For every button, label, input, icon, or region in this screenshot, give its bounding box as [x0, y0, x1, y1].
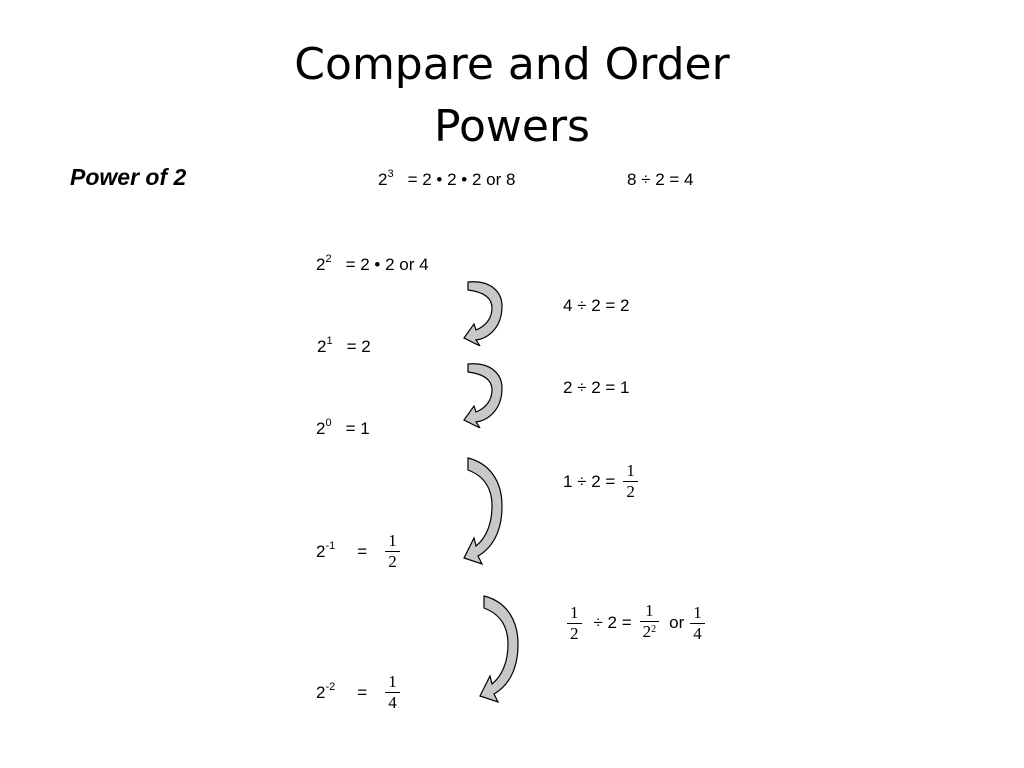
- division-text: 8 ÷ 2 = 4: [627, 170, 694, 189]
- fraction-numerator: 1: [645, 601, 654, 620]
- denominator-exponent: 2: [651, 624, 657, 635]
- division-8-row: 8 ÷ 2 = 4: [627, 170, 694, 190]
- power-base: 2: [316, 419, 326, 438]
- power-exponent: -1: [325, 539, 336, 552]
- division-text: 2 ÷ 2 = 1: [563, 378, 630, 397]
- division-1-row: 1 ÷ 2 = 1 2: [563, 461, 642, 502]
- division-text: 4 ÷ 2 = 2: [563, 296, 630, 315]
- fraction-one-half: 1 2: [385, 531, 400, 572]
- curved-arrow-icon: [479, 595, 519, 704]
- denominator-base: 2: [642, 622, 652, 641]
- power-2-neg2-row: 2-2 = 1 4: [316, 672, 404, 713]
- power-base: 2: [317, 337, 327, 356]
- title-line-2: Powers: [434, 101, 590, 152]
- fraction-one-quarter: 1 4: [690, 603, 705, 644]
- power-rhs: = 2 • 2 or 4: [345, 255, 429, 274]
- page-title: Compare and Order Powers: [0, 34, 1024, 158]
- title-line-1: Compare and Order: [294, 39, 730, 90]
- curved-arrow-icon: [463, 457, 503, 566]
- fraction-bar: [385, 551, 400, 552]
- fraction-bar: [385, 692, 400, 693]
- fraction-numerator: 1: [388, 531, 397, 550]
- equals-sign: =: [357, 682, 368, 702]
- curved-arrow-icon: [463, 363, 503, 428]
- fraction-bar: [639, 621, 660, 622]
- division-lhs: 1 ÷ 2 =: [563, 471, 616, 491]
- fraction-denominator: 2: [388, 552, 397, 571]
- fraction-denominator: 4: [388, 693, 397, 712]
- fraction-bar: [690, 622, 705, 624]
- power-exponent: -2: [325, 680, 336, 693]
- fraction-denominator: 2: [570, 623, 579, 643]
- fraction-numerator: 1: [570, 602, 579, 622]
- fraction-numerator: 1: [626, 461, 635, 480]
- power-exponent: 3: [387, 168, 394, 180]
- or-text: or: [669, 613, 685, 632]
- division-4-row: 4 ÷ 2 = 2: [563, 296, 630, 316]
- power-rhs: = 2: [346, 337, 371, 356]
- power-base: 2: [316, 255, 326, 274]
- power-base: 2: [316, 682, 326, 702]
- subtitle: Power of 2: [70, 164, 187, 190]
- curved-arrow-icon: [463, 281, 503, 346]
- power-exponent: 0: [325, 417, 332, 429]
- fraction-denominator: 22: [640, 622, 660, 645]
- division-operator: ÷ 2 =: [593, 613, 632, 632]
- fraction-denominator: 2: [626, 482, 635, 501]
- fraction-numerator: 1: [388, 672, 397, 691]
- equals-sign: =: [357, 541, 368, 561]
- fraction-one-half: 1 2: [623, 461, 638, 502]
- power-base: 2: [316, 541, 326, 561]
- power-exponent: 1: [326, 335, 333, 347]
- division-2-row: 2 ÷ 2 = 1: [563, 378, 630, 398]
- fraction-one-half: 1 2: [567, 603, 582, 644]
- fraction-one-quarter: 1 4: [385, 672, 400, 713]
- fraction-bar: [623, 481, 638, 482]
- fraction-numerator: 1: [693, 602, 702, 622]
- fraction-bar: [567, 622, 582, 624]
- power-2-neg1-row: 2-1 = 1 2: [316, 531, 404, 572]
- fraction-denominator: 4: [693, 623, 702, 643]
- power-rhs: = 1: [345, 419, 370, 438]
- power-exponent: 2: [325, 253, 332, 265]
- division-half-row: 1 2 ÷ 2 = 1 22 or 1 4: [563, 601, 709, 645]
- fraction-one-over-two-squared: 1 22: [639, 601, 660, 645]
- power-expansion: = 2 • 2 • 2 or 8: [407, 170, 516, 189]
- power-base: 2: [378, 170, 388, 189]
